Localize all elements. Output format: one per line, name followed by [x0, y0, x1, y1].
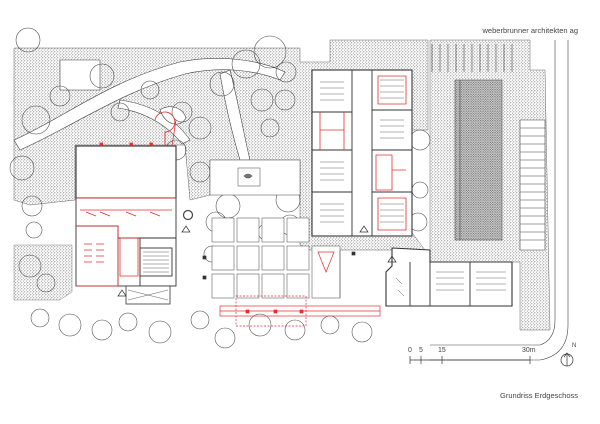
north-arrow	[560, 352, 574, 367]
plaza-new-work	[317, 251, 335, 273]
firm-name: weberbrunner architekten ag	[482, 26, 578, 35]
garden-paths	[13, 58, 286, 161]
lower-right-building	[385, 247, 513, 307]
left-building-new-work	[76, 111, 177, 287]
drawing-caption: Grundriss Erdgeschoss	[500, 391, 578, 400]
entrance-canopy	[219, 295, 381, 327]
classroom-wing	[311, 69, 413, 237]
north-label: N	[572, 343, 577, 349]
classroom-furniture	[320, 79, 404, 223]
scale-label-15: 15	[438, 347, 446, 354]
lower-right-furniture	[395, 271, 506, 297]
plaza-grid	[209, 159, 341, 299]
scale-label-5: 5	[419, 347, 423, 354]
trees	[9, 27, 431, 349]
scale-bar	[409, 356, 531, 364]
scale-label-0: 0	[408, 347, 412, 354]
parking-area	[430, 40, 569, 361]
classroom-wing-new-work	[319, 75, 407, 231]
left-building	[75, 145, 177, 305]
entrance-markers	[117, 225, 397, 297]
scale-label-30m: 30m	[522, 347, 536, 354]
